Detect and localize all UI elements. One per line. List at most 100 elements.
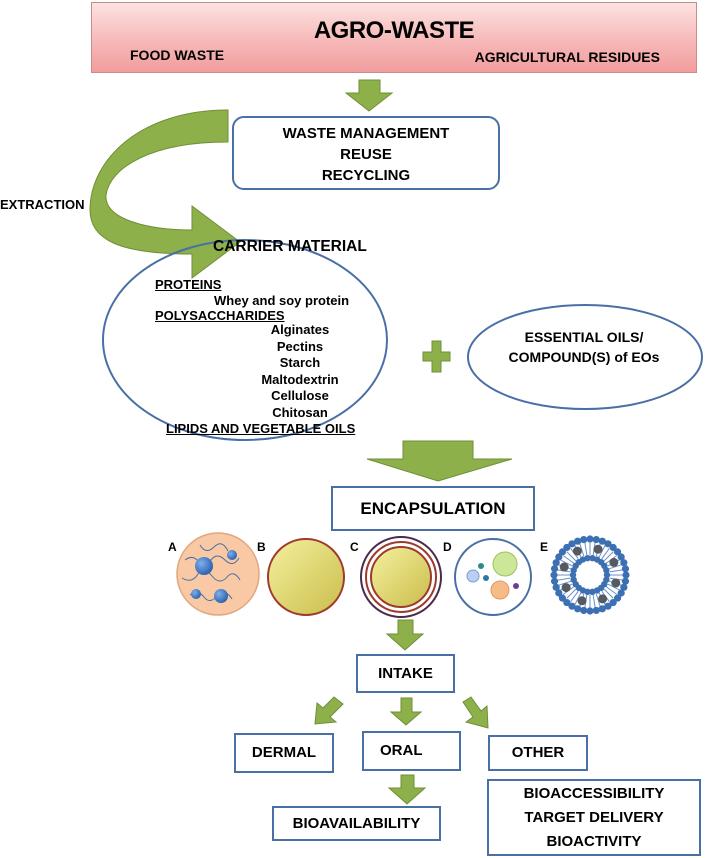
encapsulated-oil-droplet [611, 578, 621, 588]
particle-d-multicompartment [454, 538, 532, 616]
lipid-head-outer [550, 577, 559, 585]
carrier-material-ellipse [102, 239, 388, 441]
arrow-down-intake [385, 619, 425, 651]
encapsulated-oil-droplet [577, 596, 587, 606]
lipid-head-outer [580, 535, 588, 544]
lipid-tail [598, 545, 606, 558]
lipid-head-outer [574, 605, 582, 613]
lipid-tail [558, 580, 572, 586]
lipid-head-inner [603, 567, 610, 574]
lipid-head-outer [621, 565, 630, 573]
lipid-head-outer [613, 594, 622, 602]
lipid-head-outer [568, 540, 576, 548]
outcomes-box: BIOACCESSIBILITY TARGET DELIVERY BIOACTI… [487, 779, 701, 856]
waste-management-line: WASTE MANAGEMENT [282, 125, 450, 142]
encapsulated-oil-droplet [572, 546, 582, 556]
polysaccharides-heading: POLYSACCHARIDES [155, 308, 285, 323]
particle-e-liposome [550, 535, 630, 615]
polysaccharide-item: Pectins [276, 338, 324, 354]
polysaccharide-item: Maltodextrin [261, 371, 339, 387]
particle-b-core [267, 538, 345, 616]
panel-label-d: D [443, 540, 452, 554]
lipid-head-inner [569, 571, 577, 579]
lipid-head-outer [592, 535, 600, 544]
lipid-tail [609, 569, 623, 573]
lipid-head-outer [574, 537, 582, 545]
bioavailability-label: BIOAVAILABILITY [292, 815, 421, 832]
essential-oils-ellipse [467, 304, 703, 410]
lipid-head-outer [621, 577, 630, 585]
arrow-to-dermal [314, 696, 344, 725]
panel-label-b: B [257, 540, 266, 554]
lipid-head-outer [586, 607, 594, 615]
plus-icon [422, 340, 451, 373]
recycling-line: RECYCLING [321, 167, 411, 184]
lipid-tail [563, 555, 575, 564]
lipid-tail [584, 542, 588, 556]
lipid-head-outer [613, 548, 622, 556]
panel-label-a: A [168, 540, 177, 554]
encapsulated-oil-droplet [593, 544, 603, 554]
extraction-label: EXTRACTION [0, 197, 85, 212]
encapsulated-oil-droplet [609, 557, 619, 567]
arrow-down-encapsulation [366, 440, 513, 482]
intake-box: INTAKE [356, 654, 455, 693]
lipid-head-outer [592, 606, 600, 615]
lipid-head-outer [598, 537, 606, 545]
lipid-head-outer [617, 589, 625, 597]
proteins-heading: PROTEINS [155, 277, 222, 292]
lipid-head-outer [609, 543, 617, 552]
lipids-heading: LIPIDS AND VEGETABLE OILS [166, 421, 356, 436]
essential-oils-line: ESSENTIAL OILS/ [524, 329, 644, 345]
particle-a-matrix [176, 532, 260, 616]
lipid-tail [607, 583, 620, 591]
lipid-head-inner [603, 571, 611, 579]
panel-label-c: C [350, 540, 359, 554]
encapsulation-box: ENCAPSULATION [331, 486, 535, 531]
polysaccharide-item: Cellulose [271, 388, 329, 404]
lipid-head-outer [563, 598, 571, 607]
polysaccharide-item: Alginates [270, 322, 330, 337]
lipid-tail [566, 551, 577, 562]
encapsulated-oil-droplet [559, 562, 569, 572]
lipid-tail [566, 588, 577, 599]
lipid-tail [560, 559, 573, 567]
compounds-line: COMPOUND(S) of EOs [508, 349, 660, 365]
lipid-tail [592, 594, 596, 608]
lipid-tail [608, 564, 622, 570]
oral-label: ORAL [380, 742, 423, 759]
lipid-head-outer [609, 598, 617, 607]
arrow-to-bioavailability [387, 774, 427, 805]
encapsulated-oil-droplet [598, 594, 608, 604]
lipid-tail [570, 590, 579, 602]
lipid-tail [579, 543, 585, 557]
encapsulated-oil-droplet [561, 583, 571, 593]
lipid-head-outer [552, 559, 560, 567]
intake-label: INTAKE [378, 665, 433, 682]
bioavailability-box: BIOAVAILABILITY [272, 806, 441, 841]
lipid-tail [605, 586, 617, 595]
polysaccharide-item: Starch [279, 355, 321, 371]
lipid-head-outer [552, 583, 560, 591]
lipid-head-outer [604, 540, 612, 548]
lipid-tail [601, 548, 610, 560]
lipid-tail [557, 577, 571, 581]
agro-waste-title: AGRO-WASTE [313, 17, 475, 44]
lipid-tail [603, 588, 614, 599]
panel-label-e: E [540, 540, 549, 554]
polysaccharides-list: Alginates Pectins Starch Maltodextrin Ce… [230, 322, 370, 422]
lipid-head-outer [550, 571, 558, 579]
bioaccessibility-line: BIOACCESSIBILITY [523, 785, 665, 802]
lipid-tail [595, 593, 601, 607]
extraction-curved-arrow [89, 109, 241, 279]
other-box: OTHER [488, 735, 588, 771]
oral-box: ORAL [362, 731, 461, 771]
encapsulation-label: ENCAPSULATION [360, 499, 506, 518]
lipid-head-outer [620, 583, 628, 591]
lipid-head-outer [555, 589, 563, 597]
essential-oils-text: ESSENTIAL OILS/ COMPOUND(S) of EOs [478, 327, 690, 367]
proteins-item: Whey and soy protein [214, 293, 350, 308]
agricultural-residues-label: AGRICULTURAL RESIDUES [474, 49, 660, 65]
reuse-line: REUSE [340, 146, 392, 163]
lipid-head-outer [558, 548, 567, 556]
